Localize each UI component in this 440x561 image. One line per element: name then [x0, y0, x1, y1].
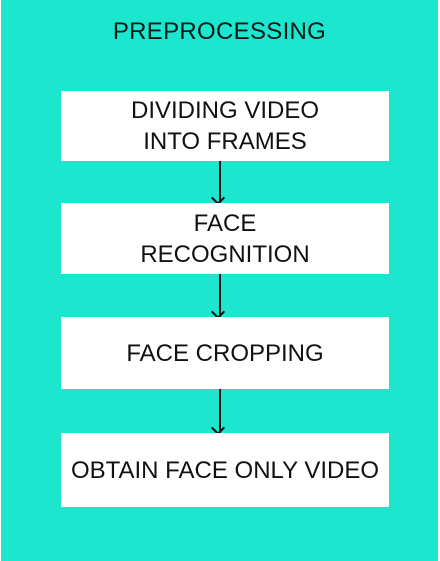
step-label-line: INTO FRAMES — [143, 128, 307, 155]
step-dividing-video: DIVIDING VIDEO INTO FRAMES — [61, 91, 389, 161]
step-label-line: RECOGNITION — [140, 240, 310, 268]
step-label-line: FACE — [193, 209, 257, 237]
diagram-title: PREPROCESSING — [112, 18, 327, 45]
step-label-line: DIVIDING VIDEO — [130, 97, 320, 124]
step-face-cropping: FACE CROPPING — [61, 317, 389, 389]
step-label-line: FACE CROPPING — [126, 339, 324, 367]
step-label-line: OBTAIN FACE ONLY VIDEO — [70, 456, 380, 484]
step-face-recognition: FACE RECOGNITION — [61, 203, 389, 274]
step-obtain-face-only-video: OBTAIN FACE ONLY VIDEO — [61, 433, 389, 507]
